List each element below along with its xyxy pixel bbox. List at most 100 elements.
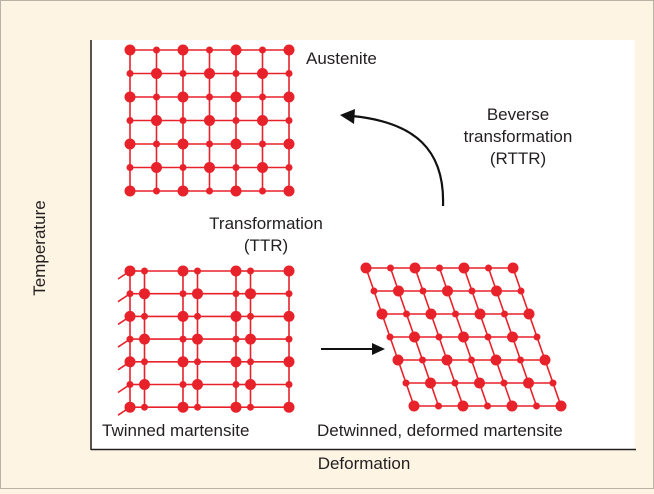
atom	[387, 264, 394, 272]
atom	[485, 264, 492, 272]
atom	[177, 91, 189, 103]
atom	[206, 93, 213, 101]
atom	[141, 358, 148, 366]
atom	[177, 138, 189, 150]
atom	[230, 138, 242, 150]
atom	[474, 377, 485, 389]
atom	[194, 403, 201, 411]
atom	[533, 402, 540, 410]
atom	[126, 335, 134, 343]
atom	[360, 262, 372, 274]
atom	[259, 93, 266, 101]
atom	[179, 70, 187, 77]
atom	[206, 187, 213, 195]
atom	[232, 381, 240, 388]
reverse-transformation-abbrev: (RTTR)	[489, 149, 547, 168]
atom	[386, 333, 394, 341]
atom	[468, 356, 475, 364]
atom	[124, 401, 136, 413]
atom	[192, 288, 203, 300]
atom	[533, 333, 541, 341]
atom	[179, 335, 187, 343]
atom	[376, 308, 388, 320]
atom	[245, 379, 256, 390]
atom	[442, 285, 453, 297]
atom	[247, 267, 254, 275]
atom	[192, 379, 203, 390]
atom	[419, 287, 427, 295]
atom	[232, 117, 240, 124]
atom	[139, 379, 150, 390]
atom	[232, 290, 240, 298]
atom	[141, 312, 148, 320]
atom	[259, 187, 266, 195]
atom	[141, 403, 148, 411]
atom	[419, 356, 426, 364]
atom	[151, 162, 162, 173]
atom	[285, 164, 293, 171]
atom	[179, 290, 187, 298]
atom	[436, 264, 443, 272]
atom	[232, 164, 240, 171]
atom	[139, 288, 150, 300]
atom	[153, 93, 160, 101]
atom	[393, 285, 404, 297]
atom	[194, 267, 201, 275]
atom	[177, 44, 189, 56]
atom	[441, 354, 453, 366]
x-axis-label: Deformation	[317, 454, 411, 473]
austenite-lattice	[124, 44, 295, 197]
atom	[517, 287, 525, 295]
atom	[179, 117, 187, 124]
atom	[124, 185, 136, 197]
atom	[177, 265, 189, 277]
plot-area	[92, 40, 635, 449]
atom	[230, 356, 242, 368]
atom	[435, 402, 442, 410]
atom	[283, 185, 295, 197]
atom	[484, 402, 491, 410]
atom	[151, 115, 162, 126]
atom	[283, 91, 295, 103]
detwinned-martensite-label: Detwinned, deformed martensite	[317, 421, 563, 440]
atom	[451, 379, 459, 387]
atom	[425, 377, 436, 389]
atom	[177, 356, 189, 368]
atom	[204, 115, 215, 126]
atom	[153, 187, 160, 195]
atom	[247, 403, 254, 411]
atom	[151, 68, 162, 79]
atom	[257, 162, 268, 173]
atom	[425, 308, 437, 320]
atom	[257, 115, 268, 126]
atom	[124, 138, 136, 150]
atom	[177, 401, 189, 413]
atom	[555, 400, 567, 412]
atom	[402, 379, 410, 387]
y-axis-label: Temperature	[30, 200, 49, 296]
forward-transformation-abbrev: (TTR)	[243, 236, 289, 255]
atom	[177, 185, 189, 197]
atom	[206, 140, 213, 148]
detwinned-martensite-lattice	[360, 262, 567, 412]
reverse-transformation-arrow	[351, 114, 445, 207]
atom	[370, 287, 378, 295]
atom	[124, 91, 136, 103]
atom	[507, 262, 519, 274]
atom	[192, 333, 203, 345]
atom	[124, 310, 136, 322]
atom	[392, 354, 404, 366]
reverse-arrow-head	[340, 109, 355, 124]
atom	[285, 70, 293, 77]
atom	[408, 400, 420, 412]
atom	[194, 312, 201, 320]
atom	[523, 308, 535, 320]
reverse-transformation-label-line2: transformation	[463, 127, 573, 146]
atom	[139, 333, 150, 345]
atom	[285, 117, 293, 124]
atom	[458, 331, 469, 343]
atom	[124, 356, 136, 368]
atom	[506, 400, 518, 412]
atom	[435, 333, 443, 341]
atom	[484, 333, 492, 341]
